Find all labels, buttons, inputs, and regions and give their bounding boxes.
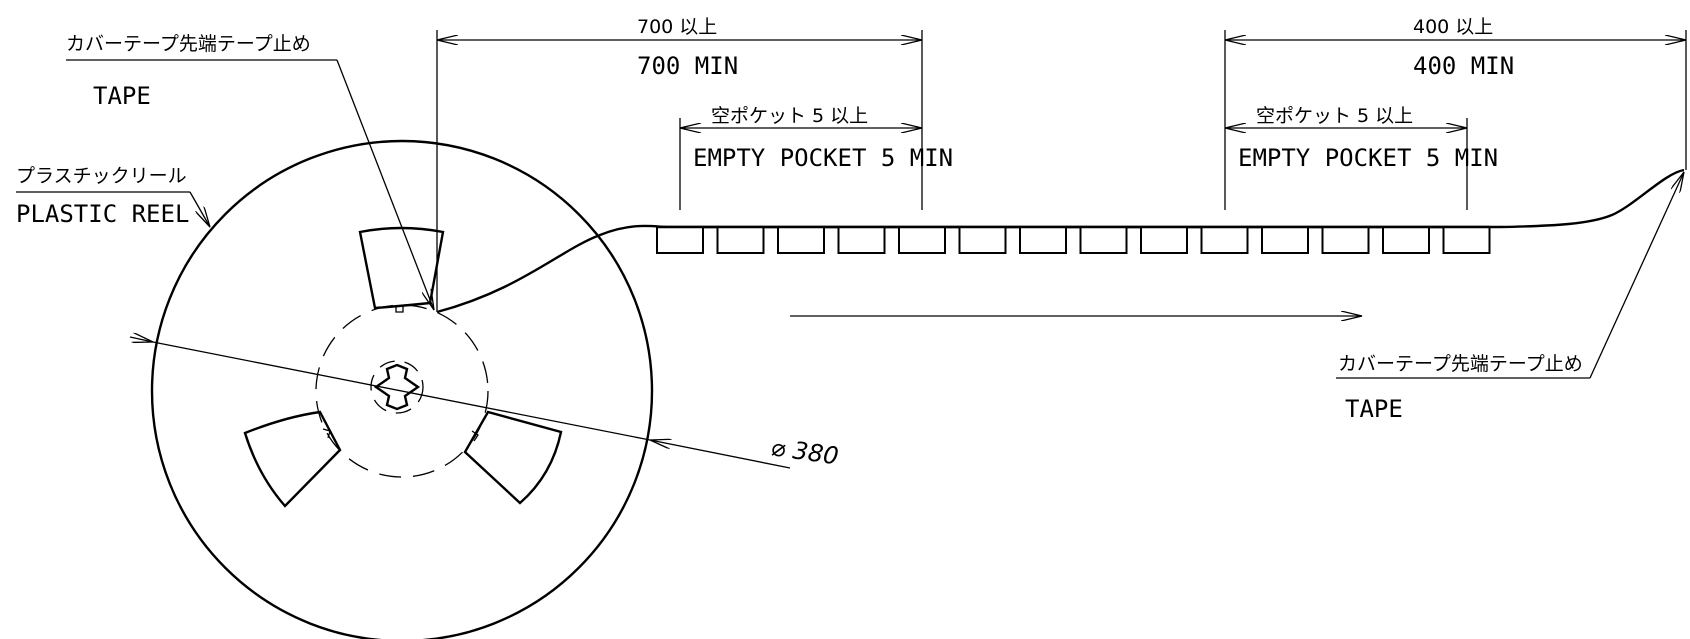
hub-notch-top: [395, 305, 404, 313]
tape-pocket: [1321, 226, 1370, 254]
empty-pocket-left-dimension: 空ポケット 5 以上 EMPTY POCKET 5 MIN: [679, 105, 953, 210]
cover-tape-stop-left-jp: カバーテープ先端テープ止め: [66, 33, 311, 55]
arbor-hole-ring: [370, 360, 424, 414]
tape-pocket: [1019, 226, 1067, 254]
tape-pocket: [837, 226, 886, 254]
dimension-700: 700 以上 700 MIN: [436, 16, 923, 312]
tape-pocket: [898, 226, 946, 254]
dim-700: 700 MIN: [637, 52, 738, 80]
plastic-reel-label: プラスチックリール PLASTIC REEL: [16, 165, 210, 228]
hub-notch-right: [471, 430, 479, 442]
tape-pocket: [958, 226, 1007, 254]
tape-pocket: [1200, 226, 1249, 254]
carrier-tape: [436, 168, 1685, 316]
empty-pocket-right: EMPTY POCKET 5 MIN: [1238, 144, 1498, 172]
tape-pockets: [656, 225, 1491, 254]
tape-pocket: [1079, 226, 1128, 254]
empty-pocket-right-dimension: 空ポケット 5 以上 EMPTY POCKET 5 MIN: [1225, 105, 1498, 210]
diameter-label: ⌀ 380: [769, 433, 840, 470]
cover-tape-stop-right: カバーテープ先端テープ止め TAPE: [1336, 172, 1684, 423]
diameter-dimension: ⌀ 380: [129, 337, 840, 470]
dimension-400: 400 以上 400 MIN: [1224, 16, 1687, 210]
cover-tape-stop-right-jp: カバーテープ先端テープ止め: [1338, 353, 1583, 375]
tape-pocket: [716, 226, 765, 254]
empty-pocket-left: EMPTY POCKET 5 MIN: [693, 144, 953, 172]
reel-outer-flange: [150, 139, 654, 639]
empty-pocket-left-jp: 空ポケット 5 以上: [711, 105, 868, 127]
empty-pocket-right-jp: 空ポケット 5 以上: [1256, 105, 1413, 127]
arbor-hole: [373, 363, 421, 411]
tape-pocket: [1382, 226, 1430, 254]
dim-700-jp: 700 以上: [637, 16, 717, 38]
reel-window-lower-left: [243, 410, 342, 508]
plastic-reel: [150, 139, 654, 639]
reel-window-top: [358, 226, 445, 310]
tape-pocket: [1442, 226, 1491, 254]
tape-left-label: TAPE: [93, 82, 151, 110]
reel-hub-dashed: [315, 304, 489, 478]
plastic-reel-jp: プラスチックリール: [16, 165, 187, 187]
dim-400: 400 MIN: [1413, 52, 1514, 80]
plastic-reel-text: PLASTIC REEL: [16, 200, 189, 228]
tape-wind-curve: [436, 224, 666, 314]
tape-pocket: [1261, 226, 1309, 254]
hub-notch-left: [322, 428, 331, 439]
tape-pocket: [1140, 226, 1188, 254]
tape-pocket: [777, 226, 825, 254]
cover-tape-stop-left: カバーテープ先端テープ止め TAPE: [66, 33, 434, 310]
reel-window-lower-right: [463, 410, 563, 505]
dim-400-jp: 400 以上: [1413, 16, 1493, 38]
tape-right-label: TAPE: [1345, 395, 1403, 423]
tape-tail-curve: [1499, 168, 1685, 229]
tape-pocket: [656, 226, 704, 254]
